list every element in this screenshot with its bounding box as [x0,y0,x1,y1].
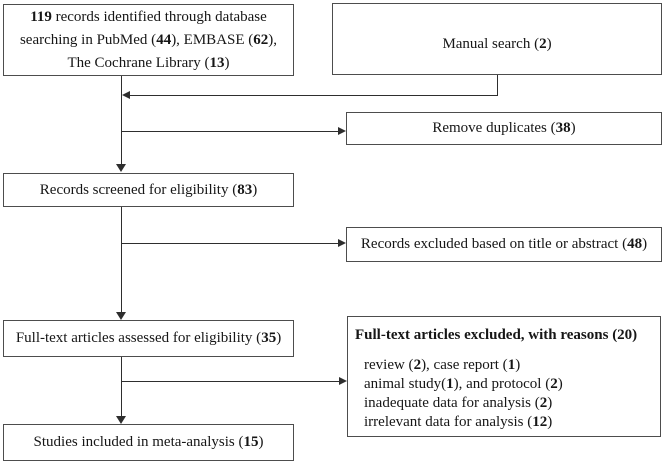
text-segment: ) [252,181,258,198]
text-segment: ) [546,35,552,52]
count-screened: 83 [237,181,253,198]
count-duplicates: 38 [555,120,571,136]
text-segment: ) [547,395,553,411]
arrowhead-down-to-fulltext [116,312,126,320]
exclusion-reason: irrelevant data for analysis (12) [364,413,654,432]
text-segment: ) [557,376,563,392]
arrowhead-down-to-included [116,416,126,424]
text-segment: records identified through database [51,8,267,25]
count-title-abstract-excluded: 48 [627,236,643,252]
box-fulltext-assessed: Full-text articles assessed for eligibil… [3,320,294,357]
text-segment: irrelevant data for analysis ( [364,414,533,430]
count-pubmed: 44 [156,31,172,48]
count-cochrane: 13 [209,54,225,71]
box-fulltext-excluded: Full-text articles excluded, with reason… [347,316,661,437]
connector-identification-to-screened [121,76,122,165]
text-segment: ) [547,414,553,430]
count-review: 2 [413,357,422,373]
text-segment: ) [515,357,521,373]
text-segment: Records screened for eligibility ( [39,181,238,198]
exclusion-reason: review (2), case report (1) [364,356,654,375]
text-segment: Remove duplicates ( [432,120,556,136]
records-identified-line-2: searching in PubMed (44), EMBASE (62), [4,29,293,52]
count-records-identified: 119 [30,8,52,25]
count-protocol: 2 [550,376,558,392]
box-manual-search: Manual search (2) [332,3,662,75]
box-remove-duplicates: Remove duplicates (38) [346,112,662,145]
connector-fulltext-to-included [121,357,122,416]
connector-manual-search-drop [497,75,498,96]
connector-manual-search-to-trunk [128,95,498,96]
count-manual-search: 2 [539,35,547,52]
box-records-excluded: Records excluded based on title or abstr… [346,227,662,262]
exclusion-reason: animal study(1), and protocol (2) [364,375,654,394]
text-segment: ) [570,120,576,136]
count-fulltext-assessed: 35 [261,330,277,346]
text-segment: animal study( [364,376,447,392]
exclusion-reason: inadequate data for analysis (2) [364,394,654,413]
remove-duplicates-line: Remove duplicates (38) [347,117,661,140]
text-segment: Records excluded based on title or abstr… [360,236,628,252]
text-segment: inadequate data for analysis ( [364,395,540,411]
count-included: 15 [243,434,259,450]
connector-to-fulltext-excluded [121,381,339,382]
text-segment: ), EMBASE ( [171,31,254,48]
records-identified-line-1: 119 records identified through database [4,6,293,29]
text-segment: searching in PubMed ( [19,31,157,48]
count-embase: 62 [253,31,269,48]
connector-to-remove-duplicates [121,131,338,132]
text-segment: review ( [364,357,414,373]
records-screened-line: Records screened for eligibility (83) [4,179,293,202]
box-records-screened: Records screened for eligibility (83) [3,173,294,207]
arrowhead-left-to-trunk [122,91,130,99]
text-segment: ) [258,434,264,450]
records-identified-line-3: The Cochrane Library (13) [4,52,293,75]
box-studies-included: Studies included in meta-analysis (15) [3,424,294,461]
text-segment: ), case report ( [421,357,508,373]
text-segment: The Cochrane Library ( [67,54,210,71]
count-animal-study: 1 [446,376,454,392]
text-segment: ) [276,330,282,346]
text-segment: Full-text articles assessed for eligibil… [15,330,262,346]
records-excluded-line: Records excluded based on title or abstr… [347,233,661,256]
text-segment: Manual search ( [442,35,540,52]
text-segment: ) [642,236,648,252]
count-case-report: 1 [507,357,516,373]
text-segment: Studies included in meta-analysis ( [33,434,244,450]
box-records-identified: 119 records identified through database … [3,4,294,76]
fulltext-assessed-line: Full-text articles assessed for eligibil… [4,327,293,350]
count-irrelevant-data: 12 [532,414,548,430]
manual-search-line: Manual search (2) [333,33,661,56]
arrowhead-right-to-remove-duplicates [338,127,346,135]
count-inadequate-data: 2 [539,395,548,411]
text-segment: ), and protocol ( [453,376,551,392]
studies-included-line: Studies included in meta-analysis (15) [4,431,293,454]
fulltext-excluded-reasons: review (2), case report (1) animal study… [364,356,654,432]
text-segment: ) [224,54,230,71]
connector-screened-to-fulltext [121,207,122,312]
arrowhead-right-to-fulltext-excluded [339,377,347,385]
arrowhead-down-to-screened [116,164,126,172]
connector-to-records-excluded [121,243,338,244]
text-segment: ), [268,31,278,48]
fulltext-excluded-header: Full-text articles excluded, with reason… [355,327,638,343]
arrowhead-right-to-records-excluded [338,239,346,247]
